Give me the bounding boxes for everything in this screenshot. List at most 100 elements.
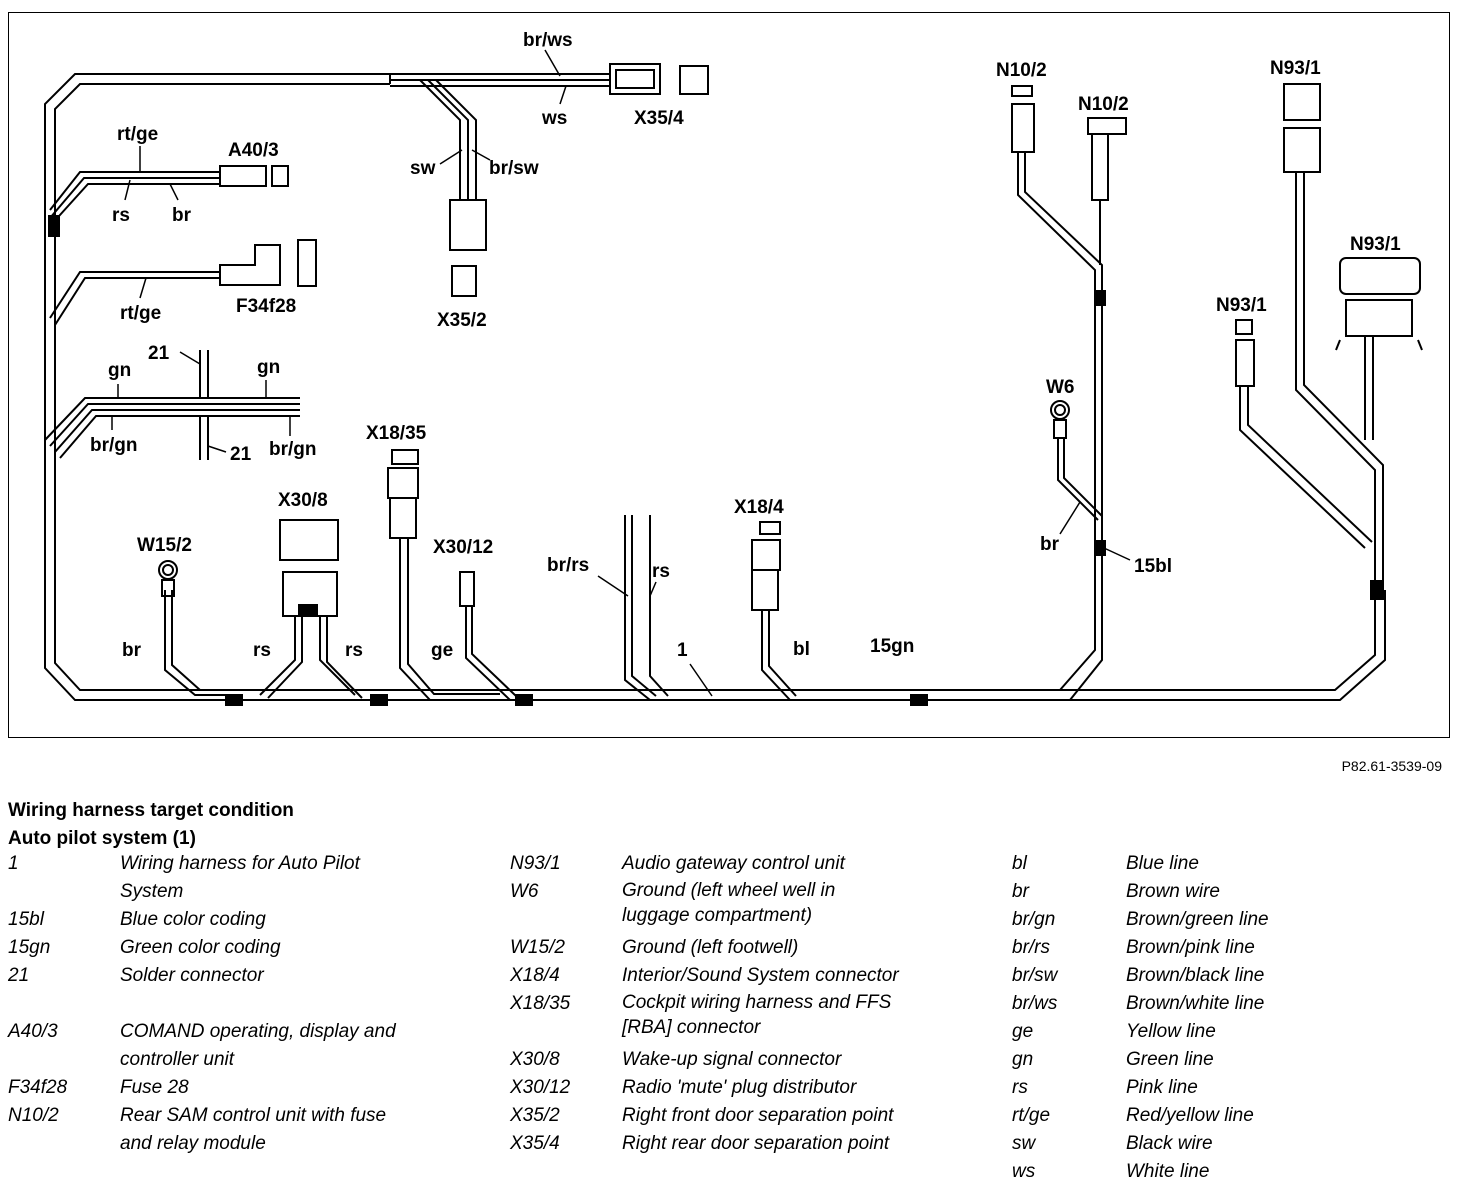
legend-item: rs Pink line	[1012, 1074, 1452, 1102]
legend-code: X30/8	[510, 1049, 560, 1070]
connector-f34f28	[219, 239, 317, 287]
legend-item: X35/4 Right rear door separation point	[510, 1130, 990, 1158]
legend-description: Wiring harness for Auto Pilot System	[120, 853, 360, 902]
legend-item: F34f28 Fuse 28	[8, 1074, 488, 1102]
legend-description: Brown wire	[1126, 881, 1220, 902]
legend-description: Pink line	[1126, 1077, 1198, 1098]
branch-n93-1	[1235, 83, 1423, 590]
legend-item: 15bl Blue color coding	[8, 906, 488, 934]
legend-code: rs	[1012, 1077, 1028, 1098]
label-w15-2: W15/2	[137, 535, 192, 556]
legend-description: Ground (left wheel well in luggage compa…	[622, 880, 836, 926]
label-x18-35: X18/35	[366, 423, 427, 444]
legend-description: Rear SAM control unit with fuse and rela…	[120, 1105, 387, 1154]
legend-item: A40/3 COMAND operating, display and contr…	[8, 1018, 488, 1074]
branch-a40-3	[49, 171, 220, 227]
legend-description: Solder connector	[120, 965, 264, 986]
legend-description: Radio 'mute' plug distributor	[622, 1077, 857, 1098]
label-br-gn-right: br/gn	[269, 439, 317, 460]
legend-description: Green color coding	[120, 937, 281, 958]
diagram-frame	[8, 12, 1450, 738]
legend-description: Brown/white line	[1126, 993, 1265, 1014]
label-sw: sw	[410, 158, 436, 179]
legend-description: Blue color coding	[120, 909, 266, 930]
label-21-bottom: 21	[230, 444, 252, 465]
main-harness	[44, 73, 1386, 701]
connector-x35-4	[609, 63, 709, 95]
caption-line-1: Wiring harness target condition	[8, 800, 294, 821]
caption-line-2: Auto pilot system (1)	[8, 828, 196, 849]
label-x35-2: X35/2	[437, 310, 487, 331]
legend-code: gn	[1012, 1049, 1034, 1070]
label-rs-left: rs	[253, 640, 271, 661]
branch-x30-12	[459, 571, 517, 701]
label-a40-3: A40/3	[228, 140, 279, 161]
legend-description: Right rear door separation point	[622, 1133, 890, 1154]
legend-description: Brown/black line	[1126, 965, 1265, 986]
label-br-rs: br/rs	[547, 555, 589, 576]
legend-code: X35/4	[510, 1133, 560, 1154]
legend-code: F34f28	[8, 1077, 68, 1098]
label-ge: ge	[431, 640, 453, 661]
label-n10-2-a: N10/2	[996, 60, 1047, 81]
branch-w15-2	[158, 560, 240, 696]
legend-description: Interior/Sound System connector	[622, 965, 899, 986]
legend-code: X35/2	[510, 1105, 560, 1126]
legend-code: br/rs	[1012, 937, 1050, 958]
branch-n10-2	[1011, 85, 1127, 701]
legend-code: 15bl	[8, 909, 44, 930]
branch-solder	[44, 350, 300, 460]
legend-item: X35/2 Right front door separation point	[510, 1102, 990, 1130]
label-br-gn-left: br/gn	[90, 435, 138, 456]
legend-code: br	[1012, 881, 1029, 902]
label-f34f28: F34f28	[236, 296, 296, 317]
label-rs-top: rs	[112, 205, 130, 226]
label-br-sw: br/sw	[489, 158, 539, 179]
figure-id: P82.61-3539-09	[1341, 758, 1442, 774]
label-n93-1-a: N93/1	[1270, 58, 1321, 79]
legend-code: 21	[8, 965, 30, 986]
legend-description: COMAND operating, display and controller…	[120, 1021, 396, 1070]
legend-code: A40/3	[8, 1021, 58, 1042]
legend-description: Blue line	[1126, 853, 1199, 874]
legend-item: br/rs Brown/pink line	[1012, 934, 1452, 962]
connector-a40-3	[219, 165, 289, 187]
legend-code: br/ws	[1012, 993, 1058, 1014]
leader-lines	[111, 49, 1131, 697]
legend-description: Fuse 28	[120, 1077, 189, 1098]
label-1: 1	[677, 640, 688, 661]
label-br-top: br	[172, 205, 192, 226]
legend-description: Brown/pink line	[1126, 937, 1255, 958]
label-rt-ge-top: rt/ge	[117, 124, 158, 145]
label-rs-right: rs	[345, 640, 363, 661]
label-rs-mid: rs	[652, 561, 670, 582]
legend-description: Brown/green line	[1126, 909, 1269, 930]
legend-description: Yellow line	[1126, 1021, 1216, 1042]
label-gn-right: gn	[257, 357, 280, 378]
legend-item: 21 Solder connector	[8, 962, 488, 990]
legend-code: ge	[1012, 1021, 1034, 1042]
branch-x35-2	[419, 79, 477, 200]
wiring-diagram: br/ws ws X35/4 sw br/sw X35/2 rt/ge A40/…	[44, 30, 1423, 706]
label-n93-1-b: N93/1	[1350, 234, 1401, 255]
legend-description: Right front door separation point	[622, 1105, 894, 1126]
legend-item: N10/2 Rear SAM control unit with fuse and…	[8, 1102, 488, 1158]
label-br-w15: br	[122, 640, 142, 661]
legend-code: N10/2	[8, 1105, 59, 1126]
legend-description: White line	[1126, 1161, 1210, 1182]
legend-code: W15/2	[510, 937, 565, 958]
label-br-ws: br/ws	[523, 30, 573, 51]
legend-item: br Brown wire	[1012, 878, 1452, 906]
legend-code: bl	[1012, 853, 1027, 874]
